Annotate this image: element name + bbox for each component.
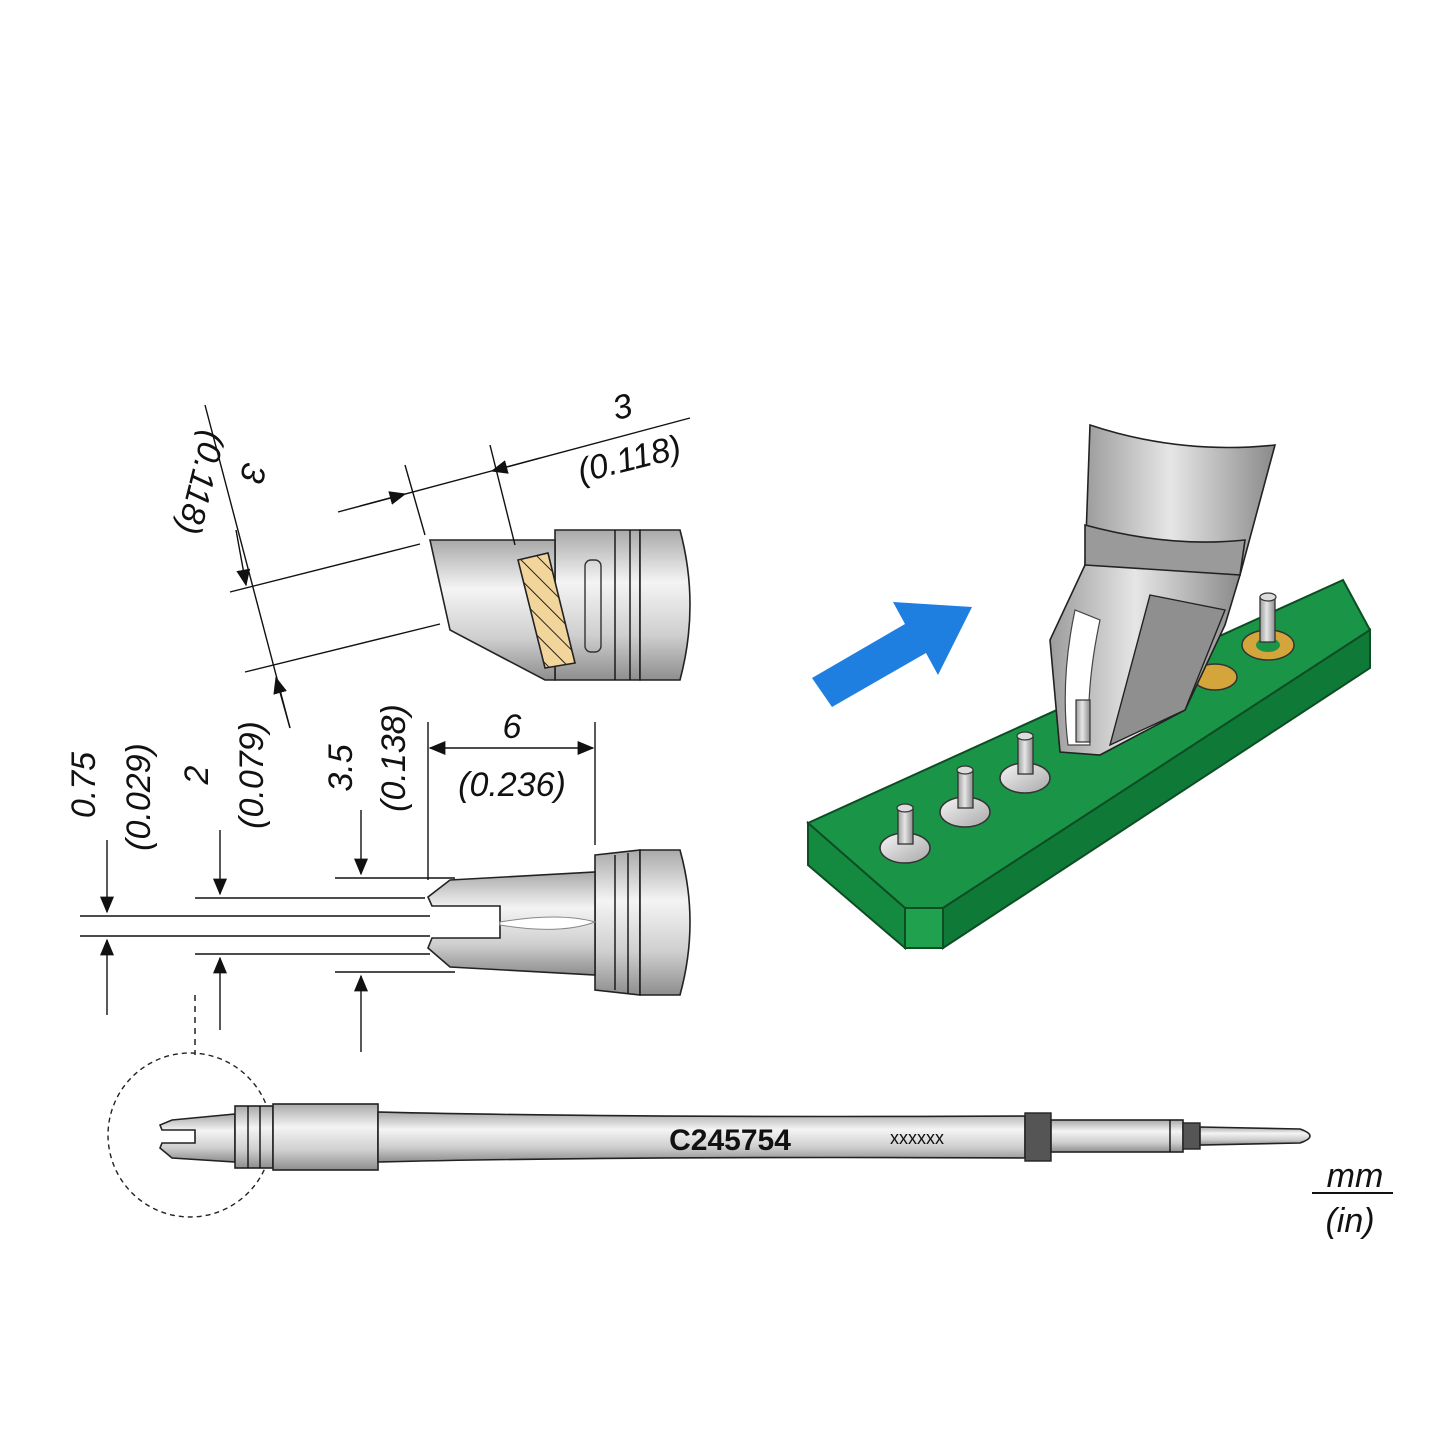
dim-side-height-in: (0.118) bbox=[170, 427, 232, 538]
top-view: 0.75 (0.029) 2 (0.079) 3.5 (0.138) 6 (0.… bbox=[65, 704, 691, 1052]
dim-side-height-mm: 3 bbox=[232, 459, 273, 487]
unit-secondary: (in) bbox=[1325, 1202, 1374, 1240]
dim-fork-length-mm: 6 bbox=[503, 708, 522, 746]
dim-tip-width-in: (0.138) bbox=[375, 704, 413, 812]
serial-placeholder-label: xxxxxx bbox=[890, 1128, 944, 1148]
dim-prong-span-mm: 2 bbox=[178, 765, 216, 785]
part-number-label: C245754 bbox=[669, 1124, 791, 1157]
unit-primary: mm bbox=[1327, 1157, 1384, 1195]
dim-slot-width-mm: 0.75 bbox=[65, 752, 103, 818]
dim-prong-span-in: (0.079) bbox=[233, 721, 271, 829]
full-tip-view: C245754 xxxxxx bbox=[107, 995, 1311, 1218]
pcb-pins bbox=[879, 592, 1295, 864]
units-legend: mm (in) bbox=[1312, 1157, 1393, 1240]
connector-pin bbox=[1199, 1126, 1311, 1146]
top-view-collar bbox=[594, 849, 641, 996]
dim-tip-width-mm: 3.5 bbox=[322, 744, 360, 791]
usage-illustration bbox=[806, 423, 1372, 951]
side-view: 3 (0.118) 3 (0.118) bbox=[170, 387, 691, 729]
side-view-section-hatch bbox=[517, 552, 576, 669]
dim-fork-length-in: (0.236) bbox=[458, 766, 566, 804]
dim-side-length-mm: 3 bbox=[609, 387, 637, 428]
side-view-body bbox=[639, 529, 691, 681]
top-view-body bbox=[639, 849, 691, 996]
soldering-tip-3d bbox=[1049, 423, 1277, 756]
direction-arrow bbox=[812, 602, 972, 707]
shaft-band bbox=[1024, 1112, 1052, 1162]
dim-slot-width-in: (0.029) bbox=[120, 743, 158, 851]
dim-side-length-in: (0.118) bbox=[574, 428, 685, 490]
